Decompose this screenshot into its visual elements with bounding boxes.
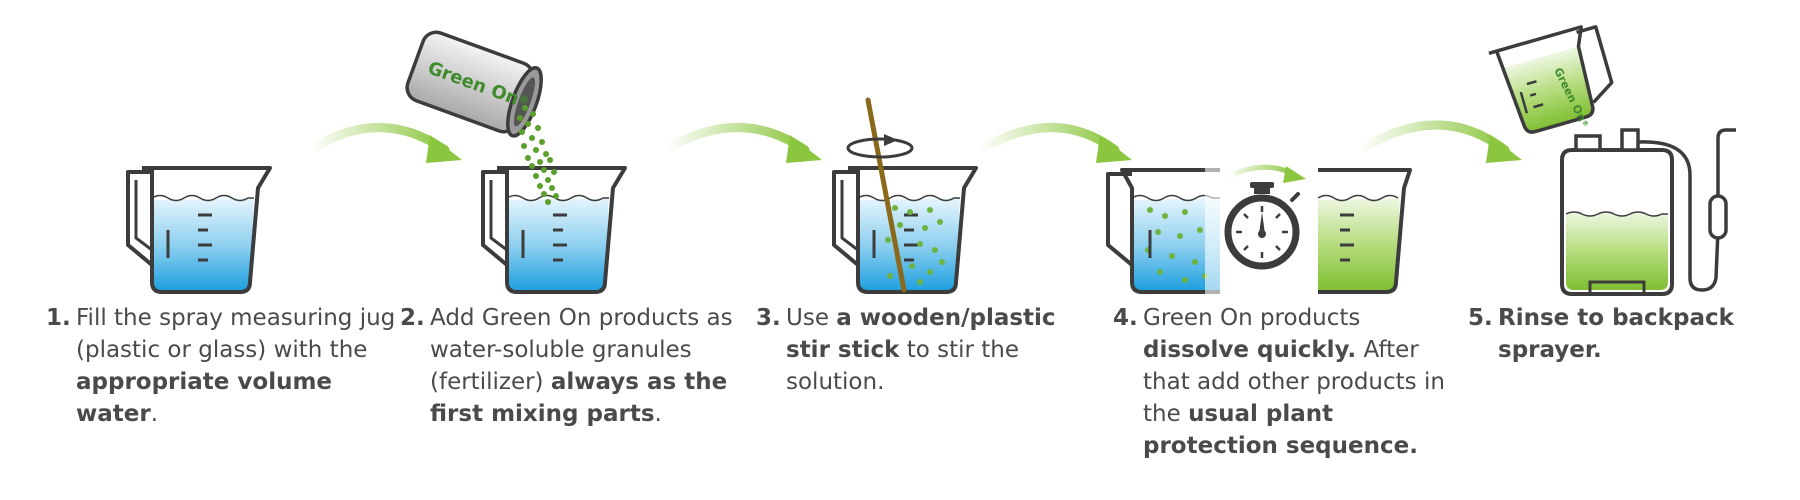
- step-text-bold: appropriate volume water: [76, 369, 333, 427]
- measuring-jug-icon: [1317, 160, 1412, 300]
- step-text-run: After that add other products in the: [1143, 337, 1445, 427]
- measuring-jug-icon: [1106, 160, 1235, 300]
- step-text-bold: usual plant protection sequence.: [1143, 401, 1418, 459]
- step-2-text: 2.Add Green On products as water-soluble…: [400, 302, 760, 430]
- measuring-jug-icon: [126, 166, 272, 294]
- registered-mark: ®: [1580, 119, 1590, 128]
- arrow-curve-icon: [660, 123, 822, 163]
- step-text-run: Green On products: [1143, 305, 1361, 331]
- stopwatch-icon: [1224, 182, 1300, 270]
- measuring-jug-icon: Green On®: [1488, 25, 1614, 134]
- step-number: 2.: [400, 305, 425, 331]
- step-text-run: Add Green On products as water-soluble g…: [430, 305, 733, 395]
- stir-stick-icon: [846, 97, 914, 293]
- step-3-text: 3.Use a wooden/plastic stir stick to sti…: [756, 302, 1086, 398]
- arrow-curve-icon: [1222, 164, 1306, 183]
- step-text-run: to stir the solution.: [786, 337, 1020, 395]
- step-text-run: .: [654, 401, 662, 427]
- step-number: 1.: [46, 305, 71, 331]
- granules: [517, 105, 559, 205]
- step-4-text: 4.Green On products dissolve quickly. Af…: [1113, 302, 1463, 462]
- step-number: 4.: [1113, 305, 1138, 331]
- step-text-run: Use: [786, 305, 837, 331]
- step-number: 3.: [756, 305, 781, 331]
- illustration-layer: Green On®: [126, 25, 1736, 300]
- step-text-run: Fill the spray measuring jug (plastic or…: [76, 305, 396, 363]
- measuring-jug-icon: [481, 166, 627, 294]
- step-1-text: 1.Fill the spray measuring jug (plastic …: [46, 302, 406, 430]
- step-text-bold: always as the first mixing parts: [430, 369, 728, 427]
- product-bag-icon: Green On®: [405, 30, 543, 138]
- arrow-curve-icon: [975, 123, 1132, 163]
- measuring-jug-icon: [832, 166, 978, 294]
- step-text-run: .: [150, 401, 159, 427]
- step-text-bold: Rinse to backpack sprayer.: [1498, 305, 1734, 363]
- registered-mark: ®: [517, 92, 532, 108]
- step-5-text: 5.Rinse to backpack sprayer.: [1468, 302, 1798, 366]
- step-text-bold: a wooden/plastic stir stick: [786, 305, 1056, 363]
- step-text-bold: dissolve quickly.: [1143, 337, 1357, 363]
- backpack-sprayer-icon: [1560, 128, 1736, 296]
- arrow-curve-icon: [305, 123, 462, 163]
- arrow-curve-icon: [1355, 120, 1522, 163]
- step-number: 5.: [1468, 305, 1493, 331]
